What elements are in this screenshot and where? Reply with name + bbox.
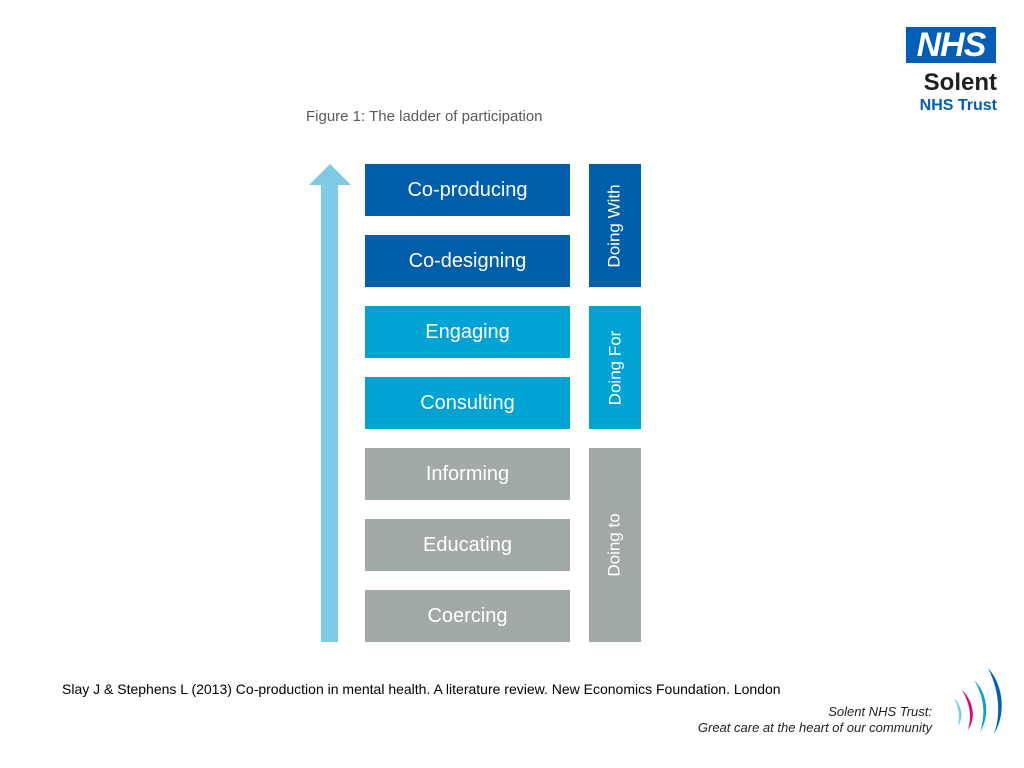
arrow-shaft xyxy=(321,182,338,642)
group-doing-to: Doing to xyxy=(589,448,641,642)
rung-consulting: Consulting xyxy=(365,377,570,429)
rung-coercing: Coercing xyxy=(365,590,570,642)
group-doing-for: Doing For xyxy=(589,306,641,429)
group-label-doing-with: Doing With xyxy=(605,183,625,268)
arrow-up-icon xyxy=(309,164,351,185)
rung-co-producing: Co-producing xyxy=(365,164,570,216)
footer-tagline-text: Great care at the heart of our community xyxy=(697,720,932,735)
sails-logo-icon xyxy=(954,668,1002,734)
rung-informing: Informing xyxy=(365,448,570,500)
citation-text: Slay J & Stephens L (2013) Co-production… xyxy=(62,681,781,697)
org-subtitle: NHS Trust xyxy=(919,97,997,114)
org-name: Solent xyxy=(923,69,997,96)
footer-tagline-title: Solent NHS Trust: xyxy=(828,704,932,719)
figure-title: Figure 1: The ladder of participation xyxy=(306,108,543,125)
rung-co-designing: Co-designing xyxy=(365,235,570,287)
group-doing-with: Doing With xyxy=(589,164,641,287)
group-label-doing-to: Doing to xyxy=(605,513,625,577)
nhs-logo: NHS xyxy=(906,27,996,63)
rung-engaging: Engaging xyxy=(365,306,570,358)
rung-educating: Educating xyxy=(365,519,570,571)
group-label-doing-for: Doing For xyxy=(605,330,625,405)
